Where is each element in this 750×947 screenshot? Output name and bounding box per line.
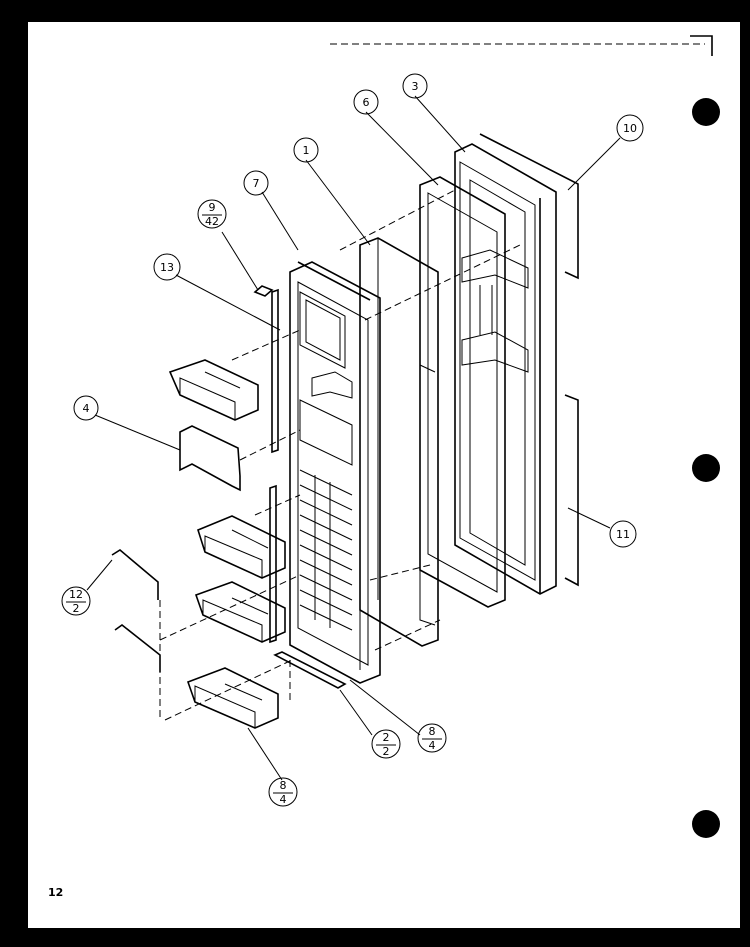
- shelf-rail: [179, 425, 241, 492]
- svg-text:1: 1: [303, 144, 310, 157]
- corner-mark: [690, 35, 713, 56]
- svg-text:13: 13: [160, 261, 174, 274]
- door-liner: [454, 143, 557, 595]
- callout-11: 11: [609, 520, 637, 548]
- svg-text:4: 4: [83, 402, 90, 415]
- svg-text:11: 11: [616, 528, 630, 541]
- wire-bracket: [111, 549, 159, 600]
- callout-8-4-bottom: 8 4: [268, 777, 298, 807]
- callout-9-42: 9 42: [197, 199, 227, 229]
- wire-bracket: [114, 623, 161, 672]
- binder-hole-icon: [692, 810, 720, 838]
- leader-lines: [86, 95, 621, 781]
- clip: [253, 285, 274, 297]
- door-outer-panel: [479, 133, 579, 587]
- svg-text:8: 8: [429, 725, 436, 738]
- callout-1: 1: [293, 137, 319, 163]
- binder-hole-icon: [692, 98, 720, 126]
- svg-text:2: 2: [383, 745, 390, 758]
- trim-strip: [271, 288, 279, 454]
- callout-8-4-right: 8 4: [417, 723, 447, 753]
- door-bin: [194, 581, 286, 643]
- svg-text:6: 6: [363, 96, 370, 109]
- callout-2-2: 2 2: [371, 729, 401, 759]
- svg-text:2: 2: [383, 731, 390, 744]
- callout-10: 10: [616, 114, 644, 142]
- binder-hole-icon: [692, 454, 720, 482]
- grille: [299, 469, 353, 631]
- svg-text:4: 4: [280, 793, 287, 806]
- door-bin: [186, 667, 279, 729]
- bottom-rail: [273, 651, 347, 689]
- svg-text:3: 3: [412, 80, 419, 93]
- svg-text:12: 12: [69, 588, 83, 601]
- page-number: 12: [48, 886, 63, 899]
- door-bin: [197, 515, 286, 579]
- callout-3: 3: [402, 73, 428, 99]
- svg-text:4: 4: [429, 739, 436, 752]
- svg-text:7: 7: [253, 177, 260, 190]
- alignment-lines: [159, 189, 521, 721]
- callout-12-2: 12 2: [61, 586, 91, 616]
- callout-13: 13: [153, 253, 181, 281]
- svg-text:8: 8: [280, 779, 287, 792]
- door-bin: [168, 359, 259, 421]
- callout-7: 7: [243, 170, 269, 196]
- callout-6: 6: [353, 89, 379, 115]
- inner-door-frame: [289, 261, 381, 684]
- svg-text:2: 2: [73, 602, 80, 615]
- paper: [28, 22, 740, 928]
- svg-text:9: 9: [209, 201, 216, 214]
- svg-text:10: 10: [623, 122, 637, 135]
- callout-4: 4: [73, 395, 99, 421]
- trim-strip-lower: [269, 484, 277, 644]
- svg-text:42: 42: [205, 215, 219, 228]
